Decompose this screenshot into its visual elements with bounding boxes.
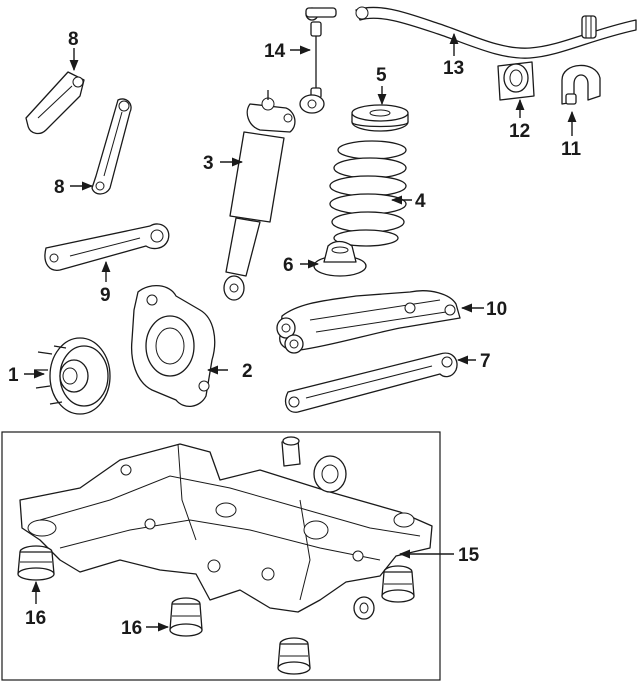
- callout-5: 5: [376, 65, 387, 86]
- crossmember-insulator-bottom: [277, 637, 311, 675]
- shock-absorber: [223, 90, 296, 301]
- control-link-lower: [91, 98, 132, 195]
- callout-8-upper: 8: [68, 29, 79, 50]
- callout-3: 3: [203, 153, 214, 174]
- callout-14: 14: [264, 41, 286, 62]
- stabilizer-link: [299, 7, 337, 114]
- hub-bearing: [34, 337, 111, 415]
- callout-2: 2: [242, 361, 253, 382]
- stabilizer-bar: [355, 6, 637, 59]
- callout-16-left: 16: [25, 608, 46, 629]
- spring-insulator-upper: [351, 104, 409, 132]
- callout-labels: 1 2 3 4 5 6 7 8 8 9 10 11 12 13 14 15 16…: [8, 29, 582, 639]
- crossmember-bushing-large: [313, 455, 347, 493]
- crossmember-insulator-center: [169, 597, 203, 637]
- callout-11: 11: [561, 139, 582, 160]
- control-link-upper: [25, 71, 85, 135]
- callout-6: 6: [283, 255, 294, 276]
- crossmember-bushing-lower: [353, 596, 375, 620]
- callout-7: 7: [480, 351, 491, 372]
- knuckle: [130, 285, 216, 407]
- leader-lines: [24, 32, 577, 632]
- callout-13: 13: [443, 58, 464, 79]
- crossmember-insulator-left: [17, 545, 55, 581]
- stabilizer-bracket: [561, 64, 601, 105]
- coil-spring: [329, 140, 407, 247]
- stabilizer-bushing: [497, 61, 535, 101]
- lower-control-arm: [276, 290, 461, 354]
- crossmember-inset-frame: [1, 431, 441, 681]
- spring-insulator-lower: [313, 240, 367, 277]
- lateral-link: [44, 223, 170, 271]
- crossmember: [19, 443, 433, 613]
- callout-4: 4: [415, 191, 426, 212]
- callout-16-center: 16: [121, 618, 142, 639]
- callout-12: 12: [509, 121, 530, 142]
- callout-15: 15: [458, 545, 480, 566]
- callout-8-lower: 8: [54, 177, 65, 198]
- crossmember-insulator-right: [381, 565, 415, 603]
- crossmember-bushing-small: [281, 436, 301, 467]
- callout-1: 1: [8, 365, 19, 386]
- callout-9: 9: [100, 285, 111, 306]
- callout-10: 10: [486, 299, 507, 320]
- toe-link: [284, 352, 458, 413]
